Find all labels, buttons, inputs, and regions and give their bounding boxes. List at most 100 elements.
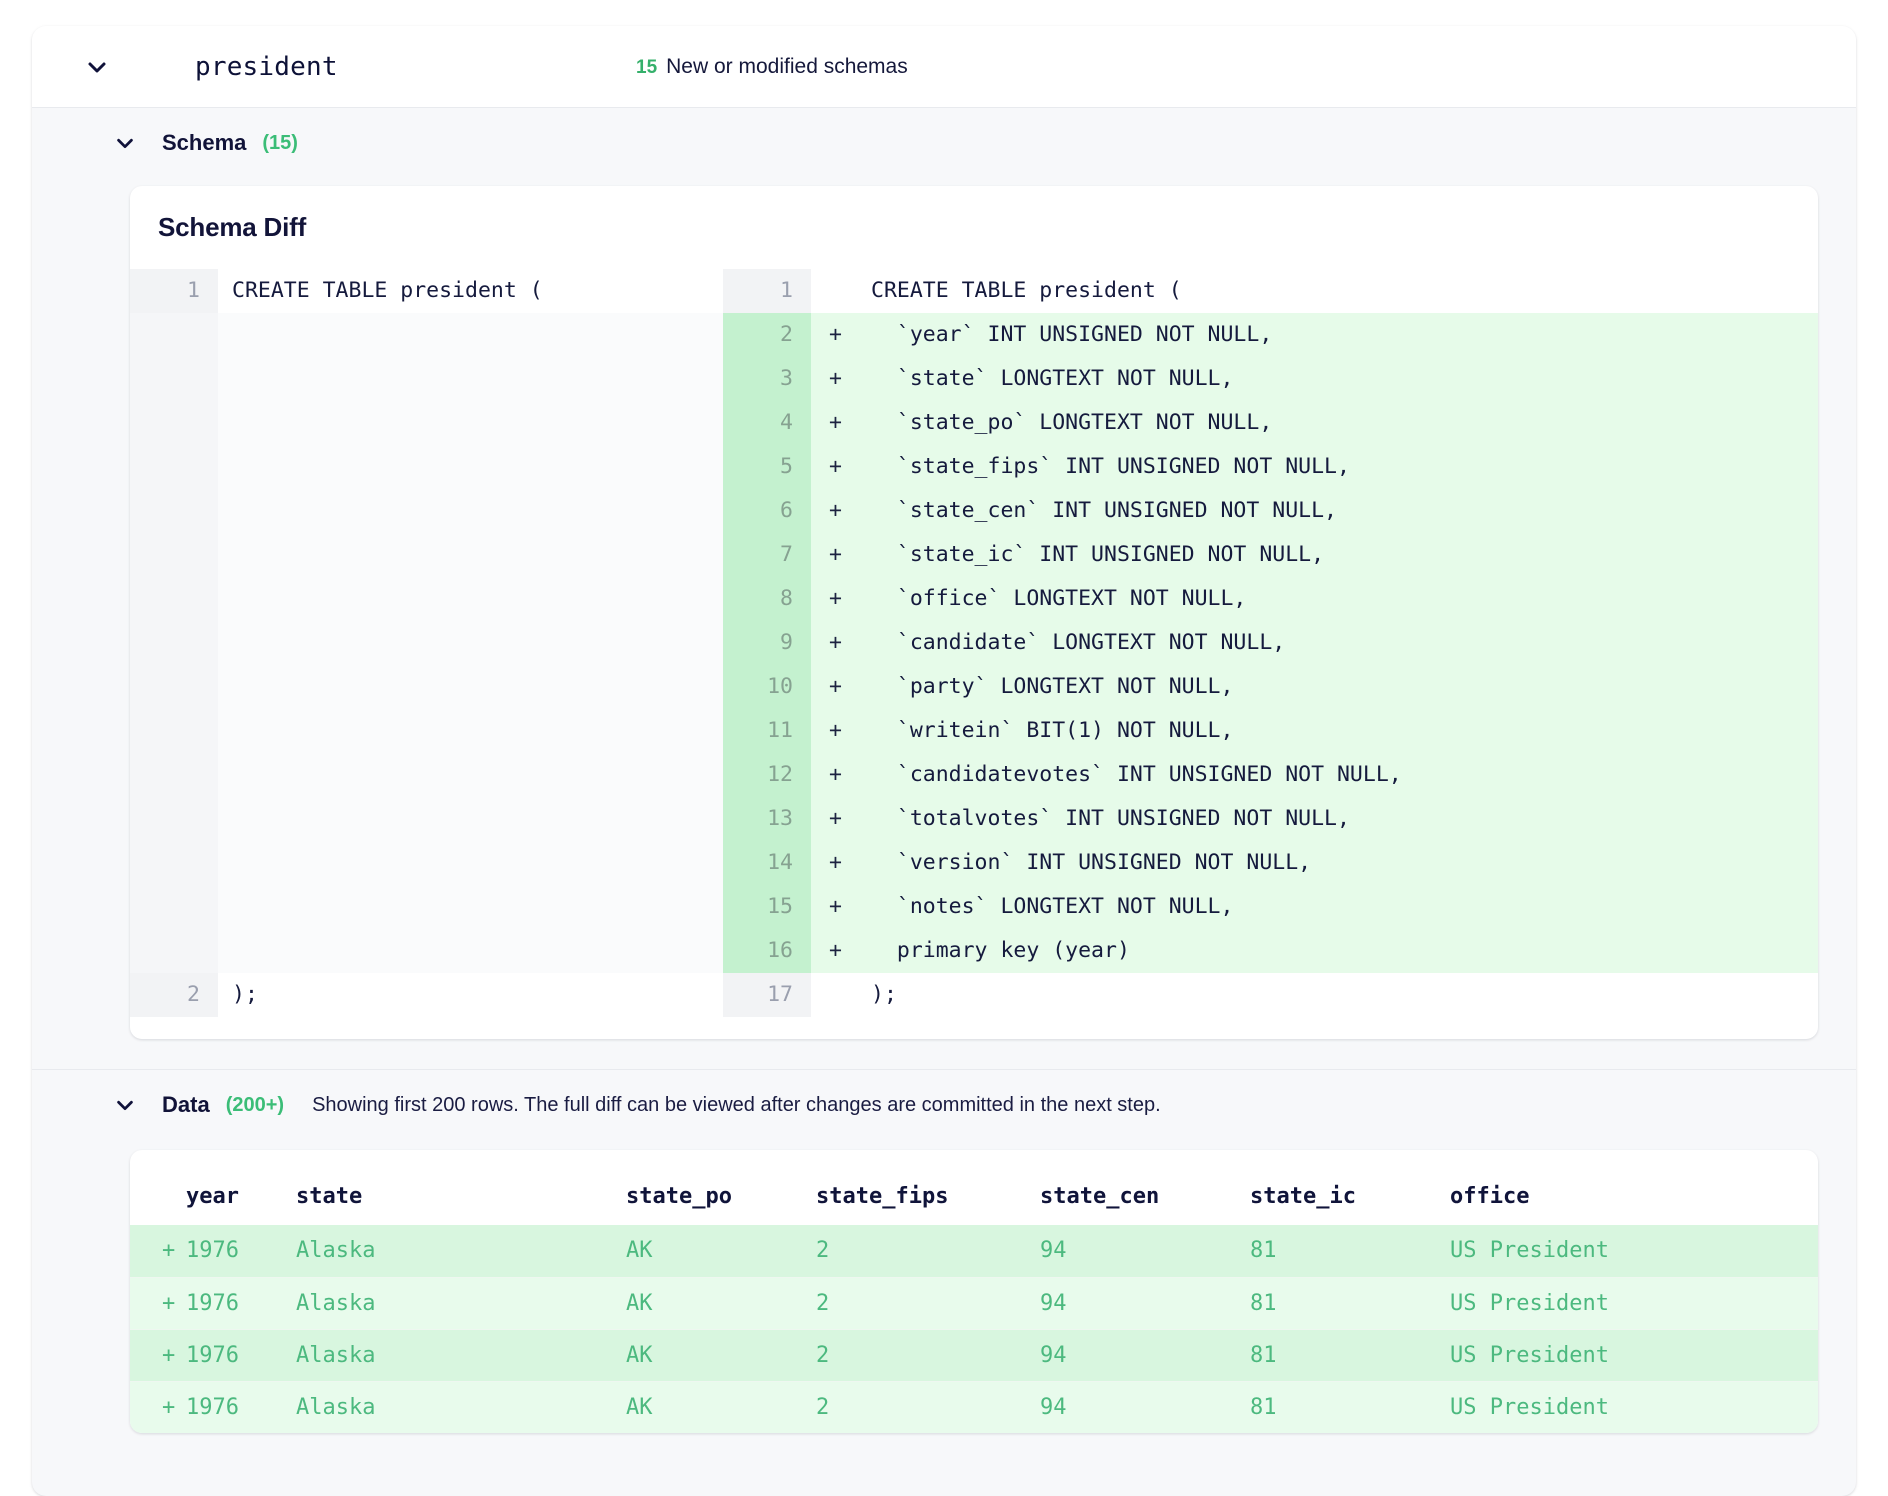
diff-right-line-number: 1 [723, 269, 811, 313]
diff-left-code [218, 929, 723, 973]
diff-right-line-number: 14 [723, 841, 811, 885]
diff-right-line-number: 9 [723, 621, 811, 665]
diff-left-line-number [130, 357, 218, 401]
diff-change-sign: + [811, 665, 857, 709]
diff-change-sign [811, 973, 857, 1017]
cell-year: 1976 [186, 1380, 296, 1433]
diff-change-sign: + [811, 401, 857, 445]
diff-left-code [218, 709, 723, 753]
data-mark-column-header [130, 1172, 186, 1225]
data-section-header[interactable]: Data (200+) Showing first 200 rows. The … [32, 1070, 1856, 1134]
diff-row: 6+ `state_cen` INT UNSIGNED NOT NULL, [130, 489, 1818, 533]
diff-left-line-number [130, 797, 218, 841]
diff-change-sign: + [811, 357, 857, 401]
diff-left-code [218, 533, 723, 577]
cell-state: Alaska [296, 1276, 626, 1329]
diff-left-line-number [130, 709, 218, 753]
cell-state_ic: 81 [1250, 1380, 1450, 1433]
diff-left-code [218, 445, 723, 489]
row-add-marker: + [130, 1380, 186, 1433]
table-header-bar[interactable]: president 15 New or modified schemas [32, 26, 1856, 108]
diff-left-line-number: 2 [130, 973, 218, 1017]
diff-row: 5+ `state_fips` INT UNSIGNED NOT NULL, [130, 445, 1818, 489]
diff-left-code [218, 885, 723, 929]
diff-left-line-number [130, 401, 218, 445]
schemas-badge: 15 New or modified schemas [636, 55, 908, 79]
diff-left-code [218, 357, 723, 401]
diff-left-code [218, 401, 723, 445]
diff-row: 12+ `candidatevotes` INT UNSIGNED NOT NU… [130, 753, 1818, 797]
diff-right-code: `state_cen` INT UNSIGNED NOT NULL, [857, 489, 1818, 533]
diff-row: 15+ `notes` LONGTEXT NOT NULL, [130, 885, 1818, 929]
table-diff-card: president 15 New or modified schemas Sch… [32, 26, 1856, 1496]
data-section: Data (200+) Showing first 200 rows. The … [32, 1070, 1856, 1433]
diff-row: 13+ `totalvotes` INT UNSIGNED NOT NULL, [130, 797, 1818, 841]
schema-section-title: Schema [162, 130, 247, 155]
diff-change-sign: + [811, 533, 857, 577]
diff-left-line-number [130, 665, 218, 709]
diff-left-line-number [130, 313, 218, 357]
diff-change-sign: + [811, 797, 857, 841]
diff-left-code [218, 577, 723, 621]
diff-right-code: `notes` LONGTEXT NOT NULL, [857, 885, 1818, 929]
diff-right-code: `office` LONGTEXT NOT NULL, [857, 577, 1818, 621]
diff-left-line-number [130, 621, 218, 665]
diff-right-line-number: 17 [723, 973, 811, 1017]
row-add-marker: + [130, 1328, 186, 1381]
diff-left-code [218, 753, 723, 797]
diff-right-code: `state` LONGTEXT NOT NULL, [857, 357, 1818, 401]
schema-section-header[interactable]: Schema (15) [32, 108, 1856, 172]
column-header-year: year [186, 1184, 239, 1209]
diff-right-line-number: 8 [723, 577, 811, 621]
column-header-state_po: state_po [626, 1184, 732, 1209]
schemas-count: 15 [636, 56, 658, 78]
diff-left-code [218, 489, 723, 533]
diff-right-code: CREATE TABLE president ( [857, 269, 1818, 313]
column-header-state: state [296, 1184, 363, 1209]
cell-year: 1976 [186, 1238, 239, 1264]
column-header-state_cen: state_cen [1040, 1184, 1160, 1209]
diff-left-code: ); [218, 973, 723, 1017]
diff-left-line-number [130, 489, 218, 533]
diff-change-sign: + [811, 709, 857, 753]
diff-change-sign: + [811, 489, 857, 533]
diff-right-code: `state_po` LONGTEXT NOT NULL, [857, 401, 1818, 445]
cell-office: US President [1450, 1238, 1609, 1264]
diff-change-sign: + [811, 929, 857, 973]
diff-row: 4+ `state_po` LONGTEXT NOT NULL, [130, 401, 1818, 445]
diff-row: 2+ `year` INT UNSIGNED NOT NULL, [130, 313, 1818, 357]
chevron-down-icon[interactable] [114, 132, 136, 154]
cell-state_fips: 2 [816, 1276, 1040, 1329]
cell-state_po: AK [626, 1328, 816, 1381]
diff-change-sign: + [811, 753, 857, 797]
column-header-office: office [1450, 1184, 1530, 1209]
cell-state_po: AK [626, 1380, 816, 1433]
chevron-down-icon[interactable] [114, 1094, 136, 1116]
data-section-title: Data [162, 1092, 210, 1117]
cell-year: 1976 [186, 1276, 296, 1329]
cell-state_cen: 94 [1040, 1328, 1250, 1381]
diff-right-line-number: 4 [723, 401, 811, 445]
diff-right-line-number: 3 [723, 357, 811, 401]
diff-right-code: `state_fips` INT UNSIGNED NOT NULL, [857, 445, 1818, 489]
schema-diff-title: Schema Diff [158, 212, 307, 242]
diff-right-line-number: 5 [723, 445, 811, 489]
diff-right-line-number: 7 [723, 533, 811, 577]
section-divider [32, 1069, 1856, 1070]
diff-row: 11+ `writein` BIT(1) NOT NULL, [130, 709, 1818, 753]
diff-left-line-number [130, 885, 218, 929]
diff-right-line-number: 10 [723, 665, 811, 709]
diff-row: 14+ `version` INT UNSIGNED NOT NULL, [130, 841, 1818, 885]
diff-row: 9+ `candidate` LONGTEXT NOT NULL, [130, 621, 1818, 665]
table-name: president [195, 51, 338, 82]
row-add-marker: + [162, 1238, 176, 1264]
chevron-down-icon[interactable] [84, 54, 110, 80]
diff-left-code [218, 621, 723, 665]
diff-left-line-number [130, 841, 218, 885]
cell-state_ic: 81 [1250, 1276, 1450, 1329]
